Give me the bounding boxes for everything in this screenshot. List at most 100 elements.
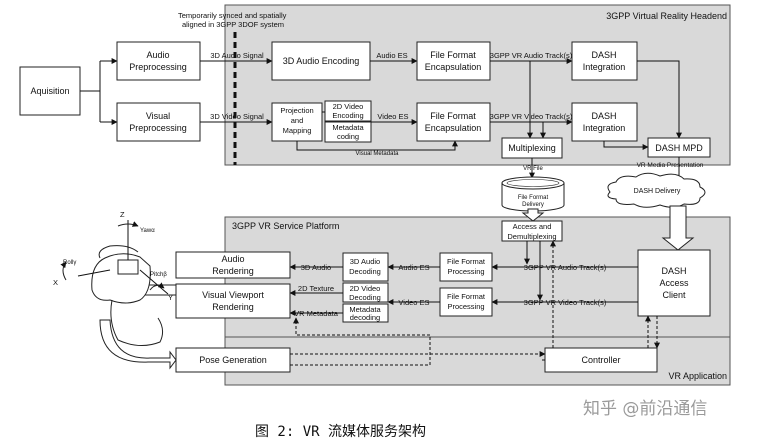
axis-x-label: X [53, 278, 58, 287]
video-track-label-top: 3GPP VR Video Track(s) [490, 112, 573, 121]
dash-client-label-2: Access [659, 278, 689, 288]
texture-2d-label: 2D Texture [298, 284, 334, 293]
vv-rendering-label-1: Visual Viewport [202, 290, 264, 300]
vv-rendering-label-2: Rendering [212, 302, 254, 312]
video-decoding-label-1: 2D Video [350, 284, 381, 293]
dash-client-label-3: Client [662, 290, 686, 300]
sync-note-line1: Temporarily synced and spatially [178, 11, 287, 20]
dash-integration-video-box [571, 102, 638, 142]
visual-preprocessing-box [116, 102, 201, 142]
audio-3d-label: 3D Audio [301, 263, 331, 272]
vr-file-label: VR File [523, 166, 543, 172]
audio-rendering-label-1: Audio [221, 254, 244, 264]
ff-processing-video-label-2: Processing [447, 302, 484, 311]
file-db-label-2: Delivery [522, 202, 544, 208]
ff-encap-audio-label-1: File Format [430, 50, 476, 60]
ff-encap-video-label-2: Encapsulation [425, 123, 482, 133]
dash-delivery-label: DASH Delivery [634, 188, 681, 195]
metadata-decoding-label-1: Metadata [349, 305, 381, 314]
audio-track-label-bottom: 3GPP VR Audio Track(s) [524, 263, 607, 272]
ff-encap-video-box [416, 102, 491, 142]
audio-es-label-bottom: Audio ES [398, 263, 429, 272]
audio-encoding-box [271, 41, 371, 81]
video-decoding-label-2: Decoding [349, 293, 381, 302]
file-format-delivery-db [501, 176, 565, 212]
video-signal-label: 3D Video Signal [210, 112, 264, 121]
video-es-label-top: Video ES [377, 112, 408, 121]
ff-encap-video-label-1: File Format [430, 111, 476, 121]
audio-preprocessing-label-2: Preprocessing [129, 62, 187, 72]
acquisition-label: Aquisition [30, 86, 69, 96]
access-demux-box [501, 220, 563, 242]
audio-rendering-box [175, 251, 291, 279]
metadata-coding-label-1: Metadata [332, 123, 364, 132]
service-platform-label: 3GPP VR Service Platform [232, 221, 339, 231]
vr-metadata-label: VR Metadata [294, 309, 339, 318]
dash-audio-to-mpd [637, 60, 682, 139]
figure-caption: 图 2: VR 流媒体服务架构 [255, 424, 426, 440]
dash-integration-video-label-2: Integration [583, 123, 626, 133]
audio-preprocessing-box [116, 41, 201, 81]
dash-integration-audio-label-1: DASH [591, 50, 616, 60]
pose-generation-box [175, 347, 291, 373]
audio-preprocessing-label: Audio [146, 50, 169, 60]
headset-to-pose-thick-arrow [99, 319, 177, 370]
axis-y-label: Y [168, 293, 173, 302]
headend-label: 3GPP Virtual Reality Headend [606, 11, 727, 21]
controller-label: Controller [581, 355, 620, 365]
dash-client-label-1: DASH [661, 266, 686, 276]
audio-rendering-label-2: Rendering [212, 266, 254, 276]
dash-integration-audio-box [571, 41, 638, 81]
audio-track-label-top: 3GPP VR Audio Track(s) [490, 51, 573, 60]
roll-label: Rollγ [63, 260, 76, 266]
dash-integration-video-label-1: DASH [591, 111, 616, 121]
access-demux-label-1: Access and [513, 222, 552, 231]
pose-generation-label: Pose Generation [199, 355, 267, 365]
vr-application-label: VR Application [668, 371, 727, 381]
headset-illustration [60, 220, 169, 346]
multiplexing-label: Multiplexing [508, 143, 556, 153]
metadata-coding-box [324, 121, 372, 143]
access-demux-label-2: Demultiplexing [507, 232, 556, 241]
video-es-label-bottom: Video ES [398, 298, 429, 307]
visual-viewport-rendering-box [175, 283, 291, 319]
dash-delivery-cloud [607, 172, 706, 208]
pitch-label: Pitchβ [150, 272, 167, 278]
metadata-decoding-label-2: decoding [350, 313, 380, 322]
projection-label-3: Mapping [283, 126, 312, 135]
projection-label-2: and [291, 116, 304, 125]
audio-decoding-label-2: Decoding [349, 267, 381, 276]
delivery-to-client-thick-arrow [661, 205, 695, 251]
dash-integration-audio-label-2: Integration [583, 62, 626, 72]
dash-mpd-label: DASH MPD [655, 143, 703, 153]
video-encoding-box [324, 100, 372, 122]
visual-metadata-label: Visual Metadata [356, 151, 400, 157]
video-encoding-label-1: 2D Video [333, 102, 364, 111]
acquisition-box [19, 66, 81, 116]
ff-processing-audio-label-1: File Format [447, 257, 486, 266]
axis-z-label: Z [120, 210, 125, 219]
projection-label-1: Projection [280, 106, 313, 115]
file-db-label-1: File Format [518, 195, 549, 201]
video-encoding-label-2: Encoding [332, 111, 363, 120]
controller-box [544, 347, 658, 373]
yaw-label: Yawα [140, 228, 155, 234]
vr-media-presentation-label: VR Media Presentation [637, 162, 704, 169]
audio-encoding-label: 3D Audio Encoding [283, 56, 360, 66]
video-track-label-bottom: 3GPP VR Video Track(s) [524, 298, 607, 307]
sync-note-line2: aligned in 3GPP 3DOF system [182, 20, 284, 29]
metadata-coding-label-2: coding [337, 132, 359, 141]
dash-access-client-box [637, 249, 711, 317]
visual-metadata-path [296, 140, 458, 151]
ff-processing-video-label-1: File Format [447, 292, 486, 301]
pose-feedback-up [290, 317, 431, 366]
ff-encap-audio-label-2: Encapsulation [425, 62, 482, 72]
dash-video-down [603, 141, 637, 148]
projection-mapping-box [271, 102, 323, 142]
visual-preprocessing-label: Visual [146, 111, 170, 121]
visual-preprocessing-label-2: Preprocessing [129, 123, 187, 133]
audio-es-label-top: Audio ES [376, 51, 407, 60]
db-to-access-thick-arrow [521, 208, 545, 222]
ff-processing-audio-label-2: Processing [447, 267, 484, 276]
